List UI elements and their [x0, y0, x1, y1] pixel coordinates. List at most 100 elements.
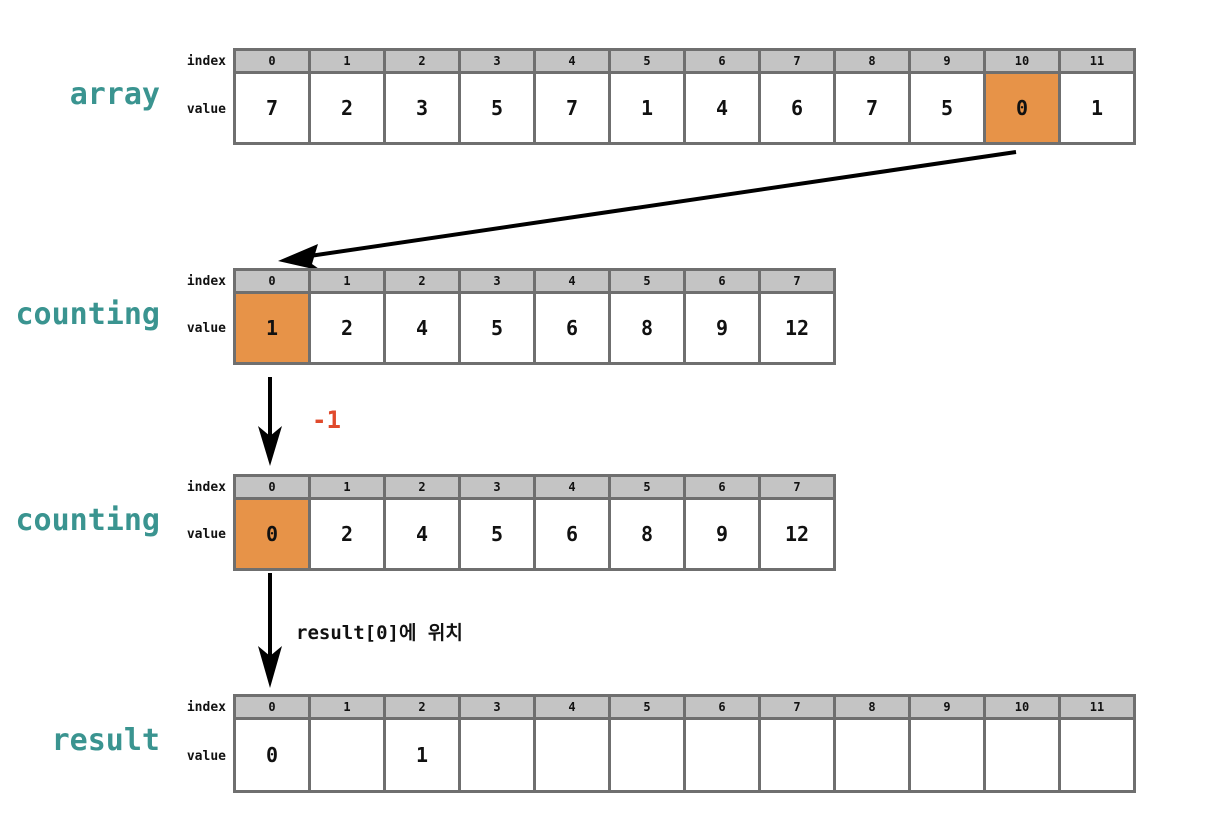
- index-cell: 1: [311, 271, 383, 291]
- index-cell: 3: [461, 477, 533, 497]
- value-cell: 3: [386, 74, 458, 142]
- index-cell: 5: [611, 51, 683, 71]
- index-cell: 6: [686, 477, 758, 497]
- index-cell: 10: [986, 697, 1058, 717]
- value-cell: 9: [686, 294, 758, 362]
- value-cell: [461, 720, 533, 790]
- index-cell: 3: [461, 51, 533, 71]
- index-cell: 8: [836, 697, 908, 717]
- value-cell: 5: [461, 74, 533, 142]
- value-cell: 5: [461, 294, 533, 362]
- value-cell: 9: [686, 500, 758, 568]
- index-cell: 0: [236, 697, 308, 717]
- index-cell: 9: [911, 51, 983, 71]
- value-cell: [536, 720, 608, 790]
- value-cell-highlighted: 1: [236, 294, 308, 362]
- decrement-note: -1: [312, 406, 341, 434]
- value-row-label: value: [186, 102, 226, 117]
- index-cell: 5: [611, 271, 683, 291]
- index-cell: 1: [311, 477, 383, 497]
- value-cell: 2: [311, 74, 383, 142]
- counting-label: counting: [15, 503, 161, 538]
- value-cell: [686, 720, 758, 790]
- value-cell: 12: [761, 294, 833, 362]
- index-row-label: index: [186, 480, 226, 495]
- index-cell: 7: [761, 271, 833, 291]
- index-cell: 4: [536, 271, 608, 291]
- value-cell: 1: [611, 74, 683, 142]
- index-cell: 3: [461, 697, 533, 717]
- index-cell: 2: [386, 51, 458, 71]
- array-label: array: [69, 77, 160, 112]
- value-cell: 7: [836, 74, 908, 142]
- index-cell: 1: [311, 51, 383, 71]
- counting-label: counting: [15, 297, 161, 332]
- index-cell: 2: [386, 271, 458, 291]
- index-cell: 6: [686, 697, 758, 717]
- index-cell: 8: [836, 51, 908, 71]
- index-cell: 7: [761, 51, 833, 71]
- arrow-place-result: [258, 573, 282, 688]
- index-cell: 0: [236, 271, 308, 291]
- value-cell: 1: [386, 720, 458, 790]
- index-cell: 5: [611, 477, 683, 497]
- value-cell: 8: [611, 294, 683, 362]
- value-cell: 7: [536, 74, 608, 142]
- index-cell: 1: [311, 697, 383, 717]
- index-cell: 7: [761, 697, 833, 717]
- value-cell: [911, 720, 983, 790]
- value-cell: 7: [236, 74, 308, 142]
- value-cell: 8: [611, 500, 683, 568]
- value-row-label: value: [186, 749, 226, 764]
- value-cell: 2: [311, 294, 383, 362]
- value-cell: 6: [536, 294, 608, 362]
- arrow-decrement: [258, 377, 282, 466]
- index-cell: 0: [236, 477, 308, 497]
- value-cell-highlighted: 0: [236, 500, 308, 568]
- value-cell-highlighted: 0: [986, 74, 1058, 142]
- index-cell: 11: [1061, 697, 1133, 717]
- value-cell: 6: [536, 500, 608, 568]
- value-row-label: value: [186, 527, 226, 542]
- value-cell: 4: [386, 294, 458, 362]
- value-cell: 5: [911, 74, 983, 142]
- index-row-label: index: [186, 274, 226, 289]
- value-cell: [836, 720, 908, 790]
- index-cell: 11: [1061, 51, 1133, 71]
- value-cell: 5: [461, 500, 533, 568]
- value-cell: [611, 720, 683, 790]
- index-cell: 0: [236, 51, 308, 71]
- index-cell: 2: [386, 697, 458, 717]
- index-cell: 4: [536, 51, 608, 71]
- value-cell: 0: [236, 720, 308, 790]
- value-cell: 6: [761, 74, 833, 142]
- index-cell: 4: [536, 477, 608, 497]
- value-cell: 2: [311, 500, 383, 568]
- index-cell: 6: [686, 51, 758, 71]
- value-row-label: value: [186, 321, 226, 336]
- index-cell: 2: [386, 477, 458, 497]
- index-cell: 5: [611, 697, 683, 717]
- value-cell: 4: [686, 74, 758, 142]
- index-row-label: index: [186, 700, 226, 715]
- index-row-label: index: [186, 54, 226, 69]
- value-cell: [1061, 720, 1133, 790]
- index-cell: 9: [911, 697, 983, 717]
- value-cell: [311, 720, 383, 790]
- index-cell: 4: [536, 697, 608, 717]
- value-cell: [761, 720, 833, 790]
- index-cell: 6: [686, 271, 758, 291]
- placement-note: result[0]에 위치: [296, 622, 463, 644]
- arrow-array-to-counting: [278, 150, 1017, 271]
- value-cell: 12: [761, 500, 833, 568]
- result-label: result: [51, 723, 160, 758]
- index-cell: 3: [461, 271, 533, 291]
- value-cell: 1: [1061, 74, 1133, 142]
- index-cell: 7: [761, 477, 833, 497]
